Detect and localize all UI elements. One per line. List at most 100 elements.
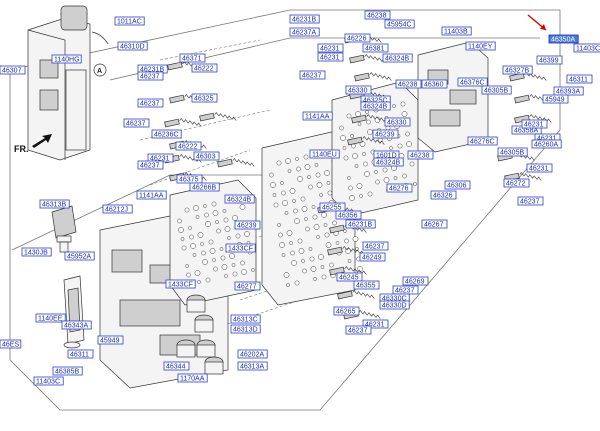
part-label-46375[interactable]: 46375 <box>176 174 203 184</box>
part-label-46350a[interactable]: 46350A <box>548 34 579 43</box>
part-label-46277[interactable]: 46277 <box>234 281 261 291</box>
part-label-46376c[interactable]: 46376C <box>457 77 488 86</box>
part-label-46222-b[interactable]: 46222 <box>175 141 202 151</box>
part-label-11403c[interactable]: 11403C <box>33 376 64 386</box>
part-label-46231b-b[interactable]: 46231B <box>289 14 320 24</box>
svg-text:1601D: 1601D <box>376 152 397 159</box>
part-label-46385b[interactable]: 46385B <box>52 366 83 376</box>
part-label-46260a[interactable]: 46260A <box>531 139 562 149</box>
part-label-46327b[interactable]: 46327B <box>502 65 533 74</box>
part-label-46355[interactable]: 46355 <box>353 280 380 290</box>
part-label-46236c[interactable]: 46236C <box>151 129 182 139</box>
part-label-46343a[interactable]: 46343A <box>61 320 92 330</box>
part-label-46310d[interactable]: 46310D <box>117 41 148 50</box>
part-label-46245[interactable]: 46245 <box>336 272 363 282</box>
part-label-46238-b[interactable]: 46238 <box>395 79 422 88</box>
part-label-46330d[interactable]: 46330D <box>379 300 410 310</box>
part-label-1141aa[interactable]: 1141AA <box>136 190 167 200</box>
part-label-46330-b[interactable]: 46330 <box>384 117 411 126</box>
part-label-46324b-c[interactable]: 46324B <box>360 101 391 110</box>
svg-text:11403C: 11403C <box>36 378 60 385</box>
part-label-1433cf-a[interactable]: 1433CF <box>225 243 256 253</box>
part-label-46267[interactable]: 46267 <box>421 219 448 229</box>
part-label-46es[interactable]: 46ES <box>0 339 22 349</box>
part-label-46272[interactable]: 46272 <box>503 178 530 188</box>
part-label-46311-b[interactable]: 46311 <box>566 74 593 83</box>
svg-text:46231: 46231 <box>524 121 544 128</box>
part-label-46222[interactable]: 46222 <box>191 63 218 72</box>
part-label-46238-c[interactable]: 46238 <box>407 150 434 160</box>
part-label-46231-b[interactable]: 46231 <box>317 43 344 52</box>
part-label-46231-f[interactable]: 46231 <box>521 119 548 129</box>
part-label-46237-f[interactable]: 46237 <box>517 196 544 206</box>
part-label-46226[interactable]: 46226 <box>344 33 371 42</box>
part-label-46313a[interactable]: 46313A <box>237 361 268 371</box>
part-label-46237-i[interactable]: 46237 <box>345 325 372 335</box>
part-label-46330[interactable]: 46330 <box>345 85 372 94</box>
part-label-1430jb[interactable]: 1430JB <box>21 247 52 257</box>
part-label-45949[interactable]: 45949 <box>97 335 124 345</box>
part-label-1140ee[interactable]: 1140EE <box>35 313 66 323</box>
part-label-46237a[interactable]: 46237A <box>289 27 320 36</box>
part-label-46231-d[interactable]: 46231 <box>362 319 389 329</box>
part-label-46371[interactable]: 46371 <box>179 53 206 62</box>
svg-text:46245: 46245 <box>339 274 359 281</box>
part-label-11403b[interactable]: 11403B <box>441 26 472 35</box>
part-label-46237-h[interactable]: 46237 <box>392 285 419 295</box>
part-label-46237-a[interactable]: 46237 <box>137 71 164 80</box>
part-label-45949-b[interactable]: 45949 <box>542 94 569 103</box>
part-label-46265[interactable]: 46265 <box>333 306 360 316</box>
part-label-1433cf-b[interactable]: 1433CF <box>165 279 196 289</box>
part-label-1141aa-b[interactable]: 1141AA <box>302 111 333 120</box>
part-label-46237-b[interactable]: 46237 <box>137 98 164 107</box>
part-label-46305b[interactable]: 46305B <box>481 85 512 94</box>
part-label-46311[interactable]: 46311 <box>67 349 94 359</box>
part-label-46237-g[interactable]: 46237 <box>362 241 389 251</box>
part-label-45952a[interactable]: 45952A <box>64 251 95 261</box>
part-label-46356[interactable]: 46356 <box>335 210 362 220</box>
part-label-46276c[interactable]: 46276C <box>467 136 498 146</box>
part-label-46324b-b[interactable]: 46324B <box>382 53 413 62</box>
part-label-46305b-b[interactable]: 46305B <box>497 147 528 157</box>
part-label-46344[interactable]: 46344 <box>163 361 190 371</box>
part-label-46399[interactable]: 46399 <box>536 55 563 64</box>
part-label-46231-g[interactable]: 46231 <box>526 163 553 173</box>
part-label-46255[interactable]: 46255 <box>319 202 346 212</box>
part-label-46266b[interactable]: 46266B <box>189 182 220 192</box>
part-label-46239[interactable]: 46239 <box>234 220 261 230</box>
part-label-46306[interactable]: 46306 <box>444 180 471 190</box>
part-label-46360[interactable]: 46360 <box>421 79 448 88</box>
part-label-46393a[interactable]: 46393A <box>553 86 584 95</box>
part-label-46313c-a[interactable]: 46313C <box>230 314 261 324</box>
part-label-1140hg[interactable]: 1140HG <box>51 54 82 63</box>
part-label-46381[interactable]: 46381 <box>362 43 389 52</box>
part-label-11403c-b[interactable]: 11403C <box>573 43 600 52</box>
part-label-1140ey[interactable]: 1140EY <box>465 41 496 50</box>
part-label-46276[interactable]: 46276 <box>386 183 413 193</box>
part-label-46212j[interactable]: 46212J <box>102 204 133 214</box>
svg-text:46313D: 46313D <box>233 326 258 333</box>
part-label-46313b[interactable]: 46313B <box>39 199 70 209</box>
part-label-46237-c[interactable]: 46237 <box>123 118 150 127</box>
part-label-46269[interactable]: 46269 <box>402 276 429 286</box>
part-label-46307[interactable]: 46307 <box>0 65 26 74</box>
part-label-46238-a[interactable]: 46238 <box>364 10 391 20</box>
part-label-46202a[interactable]: 46202A <box>237 349 268 359</box>
part-label-1011ac[interactable]: 1011AC <box>114 16 145 26</box>
part-label-46324b[interactable]: 46324B <box>224 194 255 204</box>
part-label-46237-e[interactable]: 46237 <box>299 70 326 79</box>
part-label-45954c[interactable]: 45954C <box>384 19 415 29</box>
part-label-46303[interactable]: 46303 <box>193 151 220 161</box>
part-label-1170aa[interactable]: 1170AA <box>177 373 208 383</box>
svg-text:46326: 46326 <box>433 192 453 199</box>
part-label-46324b-d[interactable]: 46324B <box>373 157 404 167</box>
part-label-1140eu[interactable]: 1140EU <box>309 149 340 159</box>
part-label-46313d[interactable]: 46313D <box>230 324 261 334</box>
part-label-46231b-c[interactable]: 46231B <box>345 219 376 229</box>
part-label-46239-b[interactable]: 46239 <box>372 129 399 139</box>
part-label-46326[interactable]: 46326 <box>430 190 457 200</box>
part-label-46231-c[interactable]: 46231 <box>317 52 344 61</box>
part-label-46325[interactable]: 46325 <box>191 93 218 102</box>
part-label-46249[interactable]: 46249 <box>359 252 386 262</box>
part-label-46237-d[interactable]: 46237 <box>137 160 164 170</box>
